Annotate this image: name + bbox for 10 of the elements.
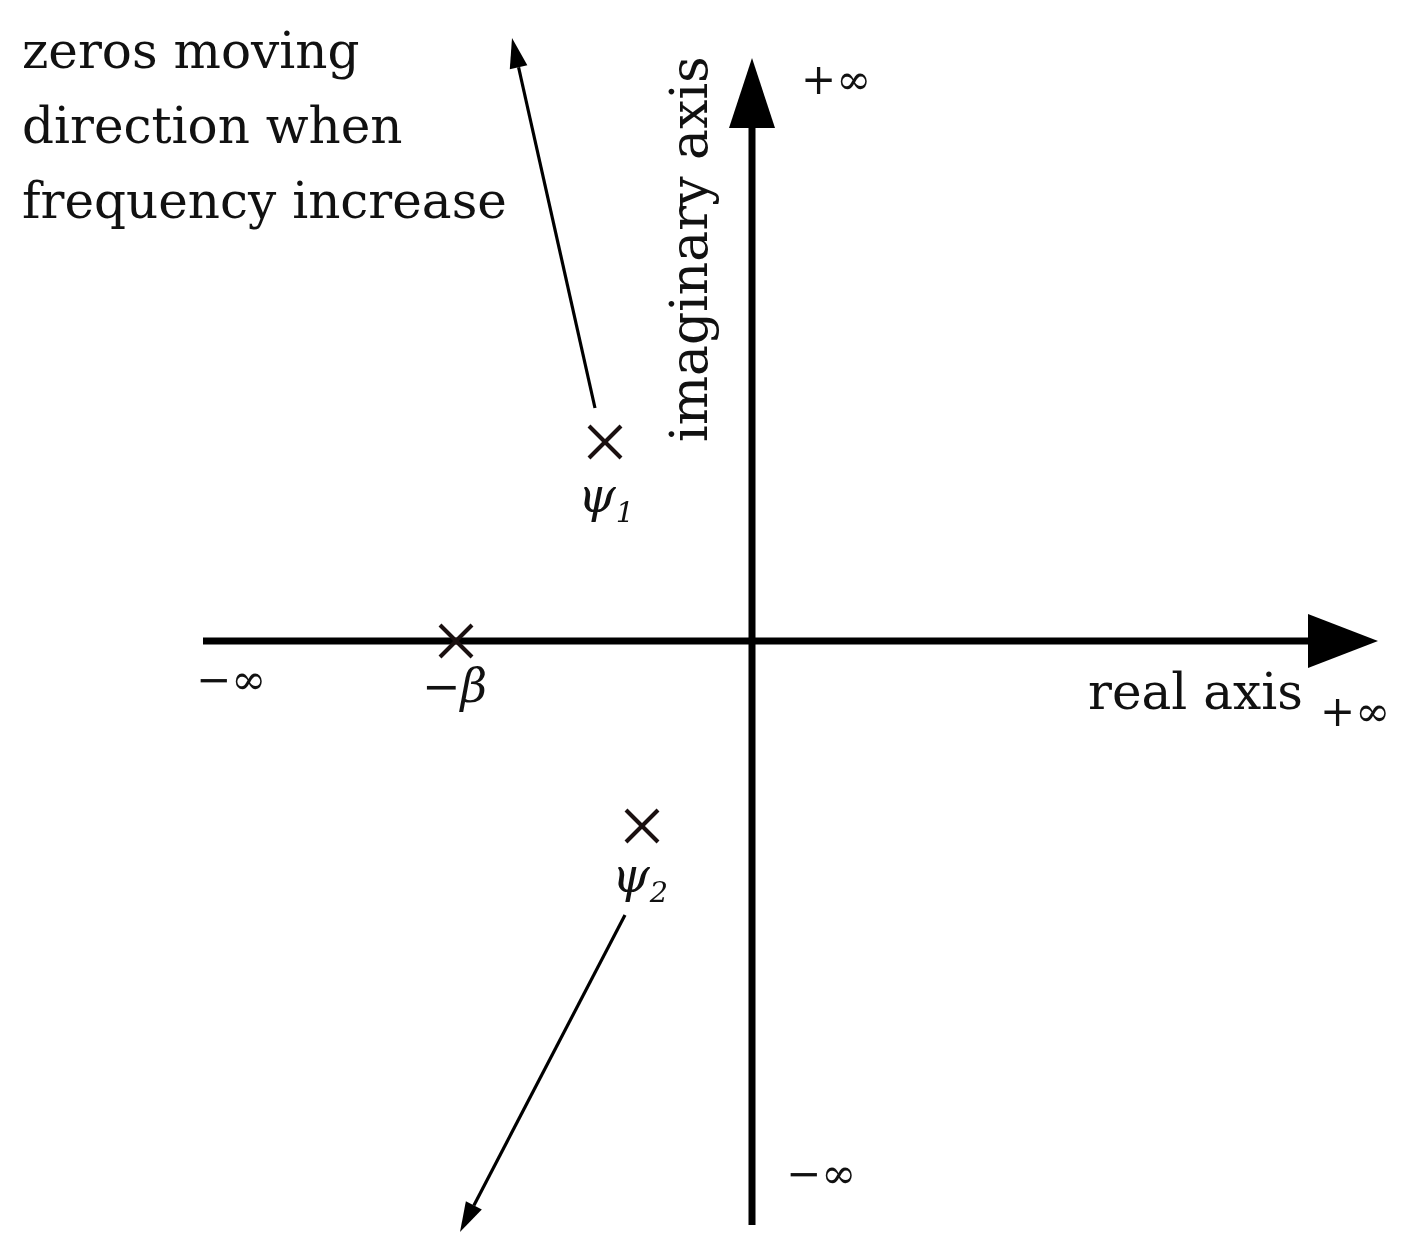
zero-label: ψ$_{2}$ xyxy=(612,848,668,904)
zero-label: ψ$_{1}$ xyxy=(578,468,634,524)
axis-label: imaginary axis xyxy=(660,56,720,442)
annotation-text: zeros moving direction when frequency increase xyxy=(22,21,508,232)
axis-label: real axis xyxy=(1088,664,1303,722)
infinity-label: −∞ xyxy=(196,656,267,705)
zero-label: −β xyxy=(422,660,488,713)
infinity-label: −∞ xyxy=(786,1150,857,1199)
infinity-label: +∞ xyxy=(1320,688,1391,737)
infinity-label: +∞ xyxy=(801,56,872,105)
